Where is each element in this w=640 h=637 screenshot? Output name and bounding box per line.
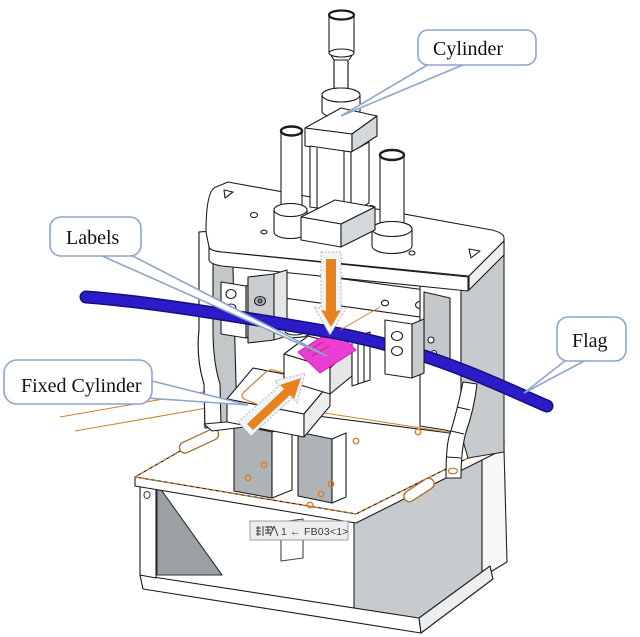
svg-text:Flag: Flag	[572, 330, 608, 352]
svg-text:Labels: Labels	[66, 227, 120, 249]
svg-text:Cylinder: Cylinder	[433, 38, 503, 60]
svg-text:1 ← FB03<1>: 1 ← FB03<1>	[281, 526, 349, 538]
svg-text:Fixed Cylinder: Fixed Cylinder	[21, 375, 142, 397]
